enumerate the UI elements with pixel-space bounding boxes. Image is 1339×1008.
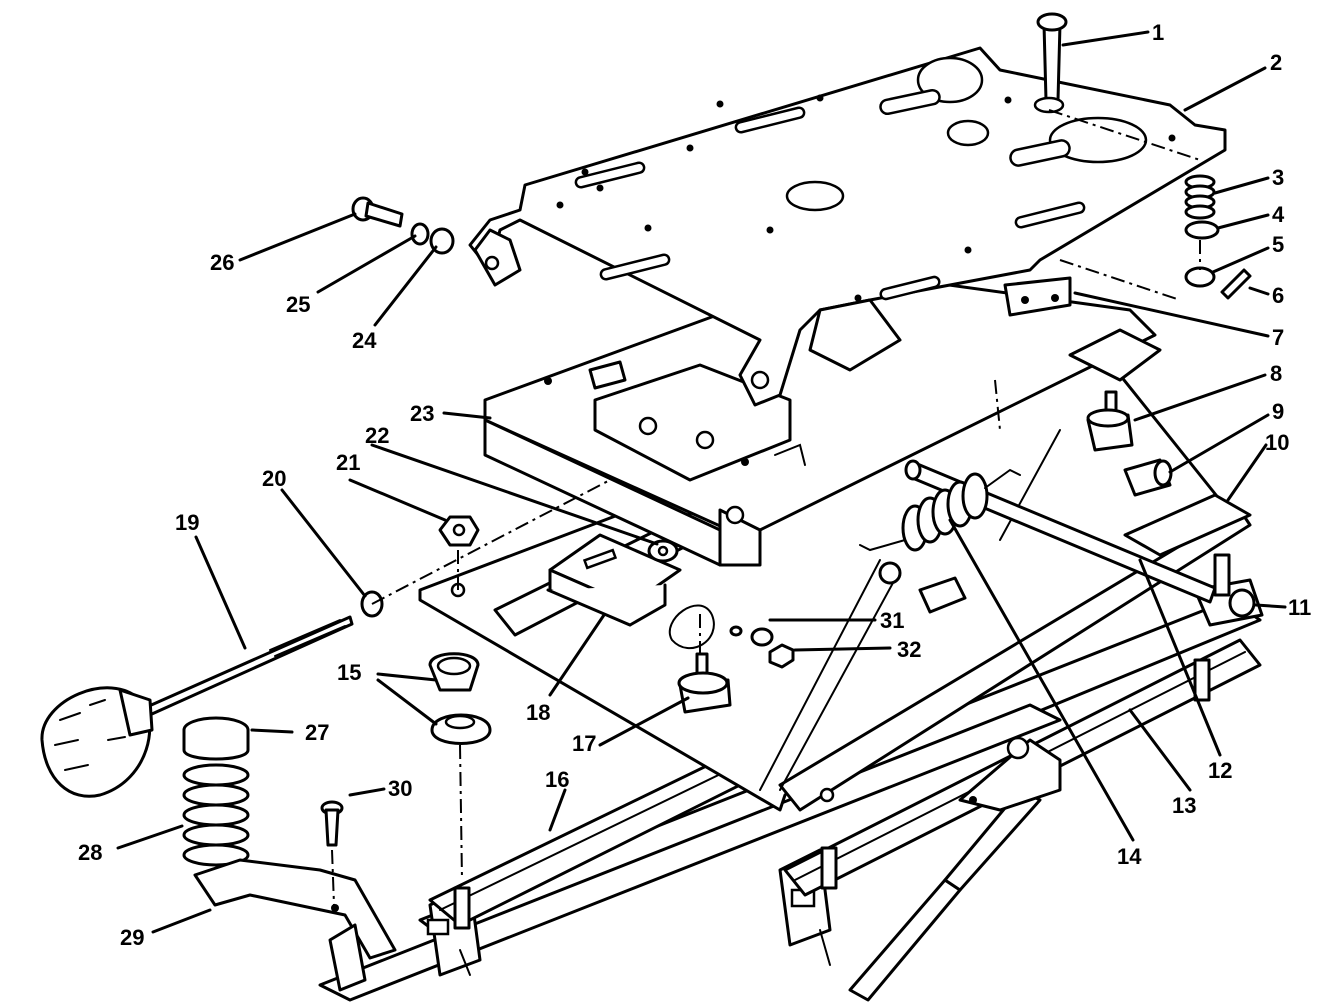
callout-27: 27 [305, 720, 329, 745]
callout-18: 18 [526, 700, 550, 725]
callout-15: 15 [337, 660, 361, 685]
part-31-spacer [729, 625, 743, 637]
part-3-spring [1184, 174, 1216, 220]
part-19-adjuster-rod [138, 615, 354, 720]
callout-31: 31 [880, 608, 904, 633]
part-23-carriage-plate [483, 268, 1157, 567]
part-30-screw [320, 800, 344, 847]
part-29-bracket [193, 858, 397, 992]
link-bushing [878, 561, 967, 614]
callout-25: 25 [286, 292, 310, 317]
part-6-cotter-pin [1220, 268, 1252, 300]
callout-32: 32 [897, 637, 921, 662]
callout-7: 7 [1272, 325, 1284, 350]
part-2-top-plate [468, 46, 1227, 407]
part-8-bumper [1086, 390, 1134, 452]
callout-23: 23 [410, 401, 434, 426]
callout-17: 17 [572, 731, 596, 756]
leader-lines [116, 30, 1287, 934]
callout-14: 14 [1117, 844, 1142, 869]
part-31-washer [750, 627, 774, 647]
part-17-bumper [677, 652, 732, 714]
callout-9: 9 [1272, 399, 1284, 424]
part-15-bushings [428, 652, 492, 745]
part-9-bushing [1123, 458, 1173, 497]
callout-21: 21 [336, 450, 360, 475]
callout-12: 12 [1208, 758, 1232, 783]
callout-13: 13 [1172, 793, 1196, 818]
callout-labels: 1 2 3 4 5 6 7 8 9 10 11 12 13 14 15 16 1… [78, 20, 1311, 950]
part-22-nut [647, 539, 679, 563]
callout-26: 26 [210, 250, 234, 275]
part-21-lock-nut [438, 515, 480, 547]
part-26-bolt [351, 196, 404, 228]
callout-4: 4 [1272, 202, 1285, 227]
callout-29: 30 [388, 776, 412, 801]
callout-11: 11 [1288, 595, 1311, 620]
adjuster-knob [40, 686, 154, 798]
callout-20: 20 [262, 466, 286, 491]
callout-3: 3 [1272, 165, 1284, 190]
part-11-bolt [1228, 588, 1256, 618]
callout-24: 24 [352, 328, 377, 353]
part-27-28-spring [182, 716, 250, 867]
callout-10: 10 [1265, 430, 1289, 455]
callout-5: 5 [1272, 232, 1284, 257]
part-4-washer [1184, 220, 1220, 240]
part-32-nut [768, 643, 795, 669]
callout-6: 6 [1272, 283, 1284, 308]
part-18-bracket [546, 533, 715, 650]
part-10-plate [1123, 493, 1252, 557]
callout-29-bracket: 29 [120, 925, 144, 950]
callout-16: 16 [545, 767, 569, 792]
callout-1: 1 [1152, 20, 1164, 45]
part-14-tension-spring [859, 468, 1021, 552]
callout-2: 2 [1270, 50, 1282, 75]
release-lever [848, 736, 1062, 1002]
part-25-lock-washer [410, 222, 430, 246]
part-1-clevis-pin [1033, 12, 1068, 114]
callout-28: 28 [78, 840, 102, 865]
callout-22: 22 [365, 423, 389, 448]
callout-8: 8 [1270, 361, 1282, 386]
alignment-lines [331, 109, 1201, 906]
part-5-washer [1184, 266, 1216, 288]
callout-19: 19 [175, 510, 199, 535]
